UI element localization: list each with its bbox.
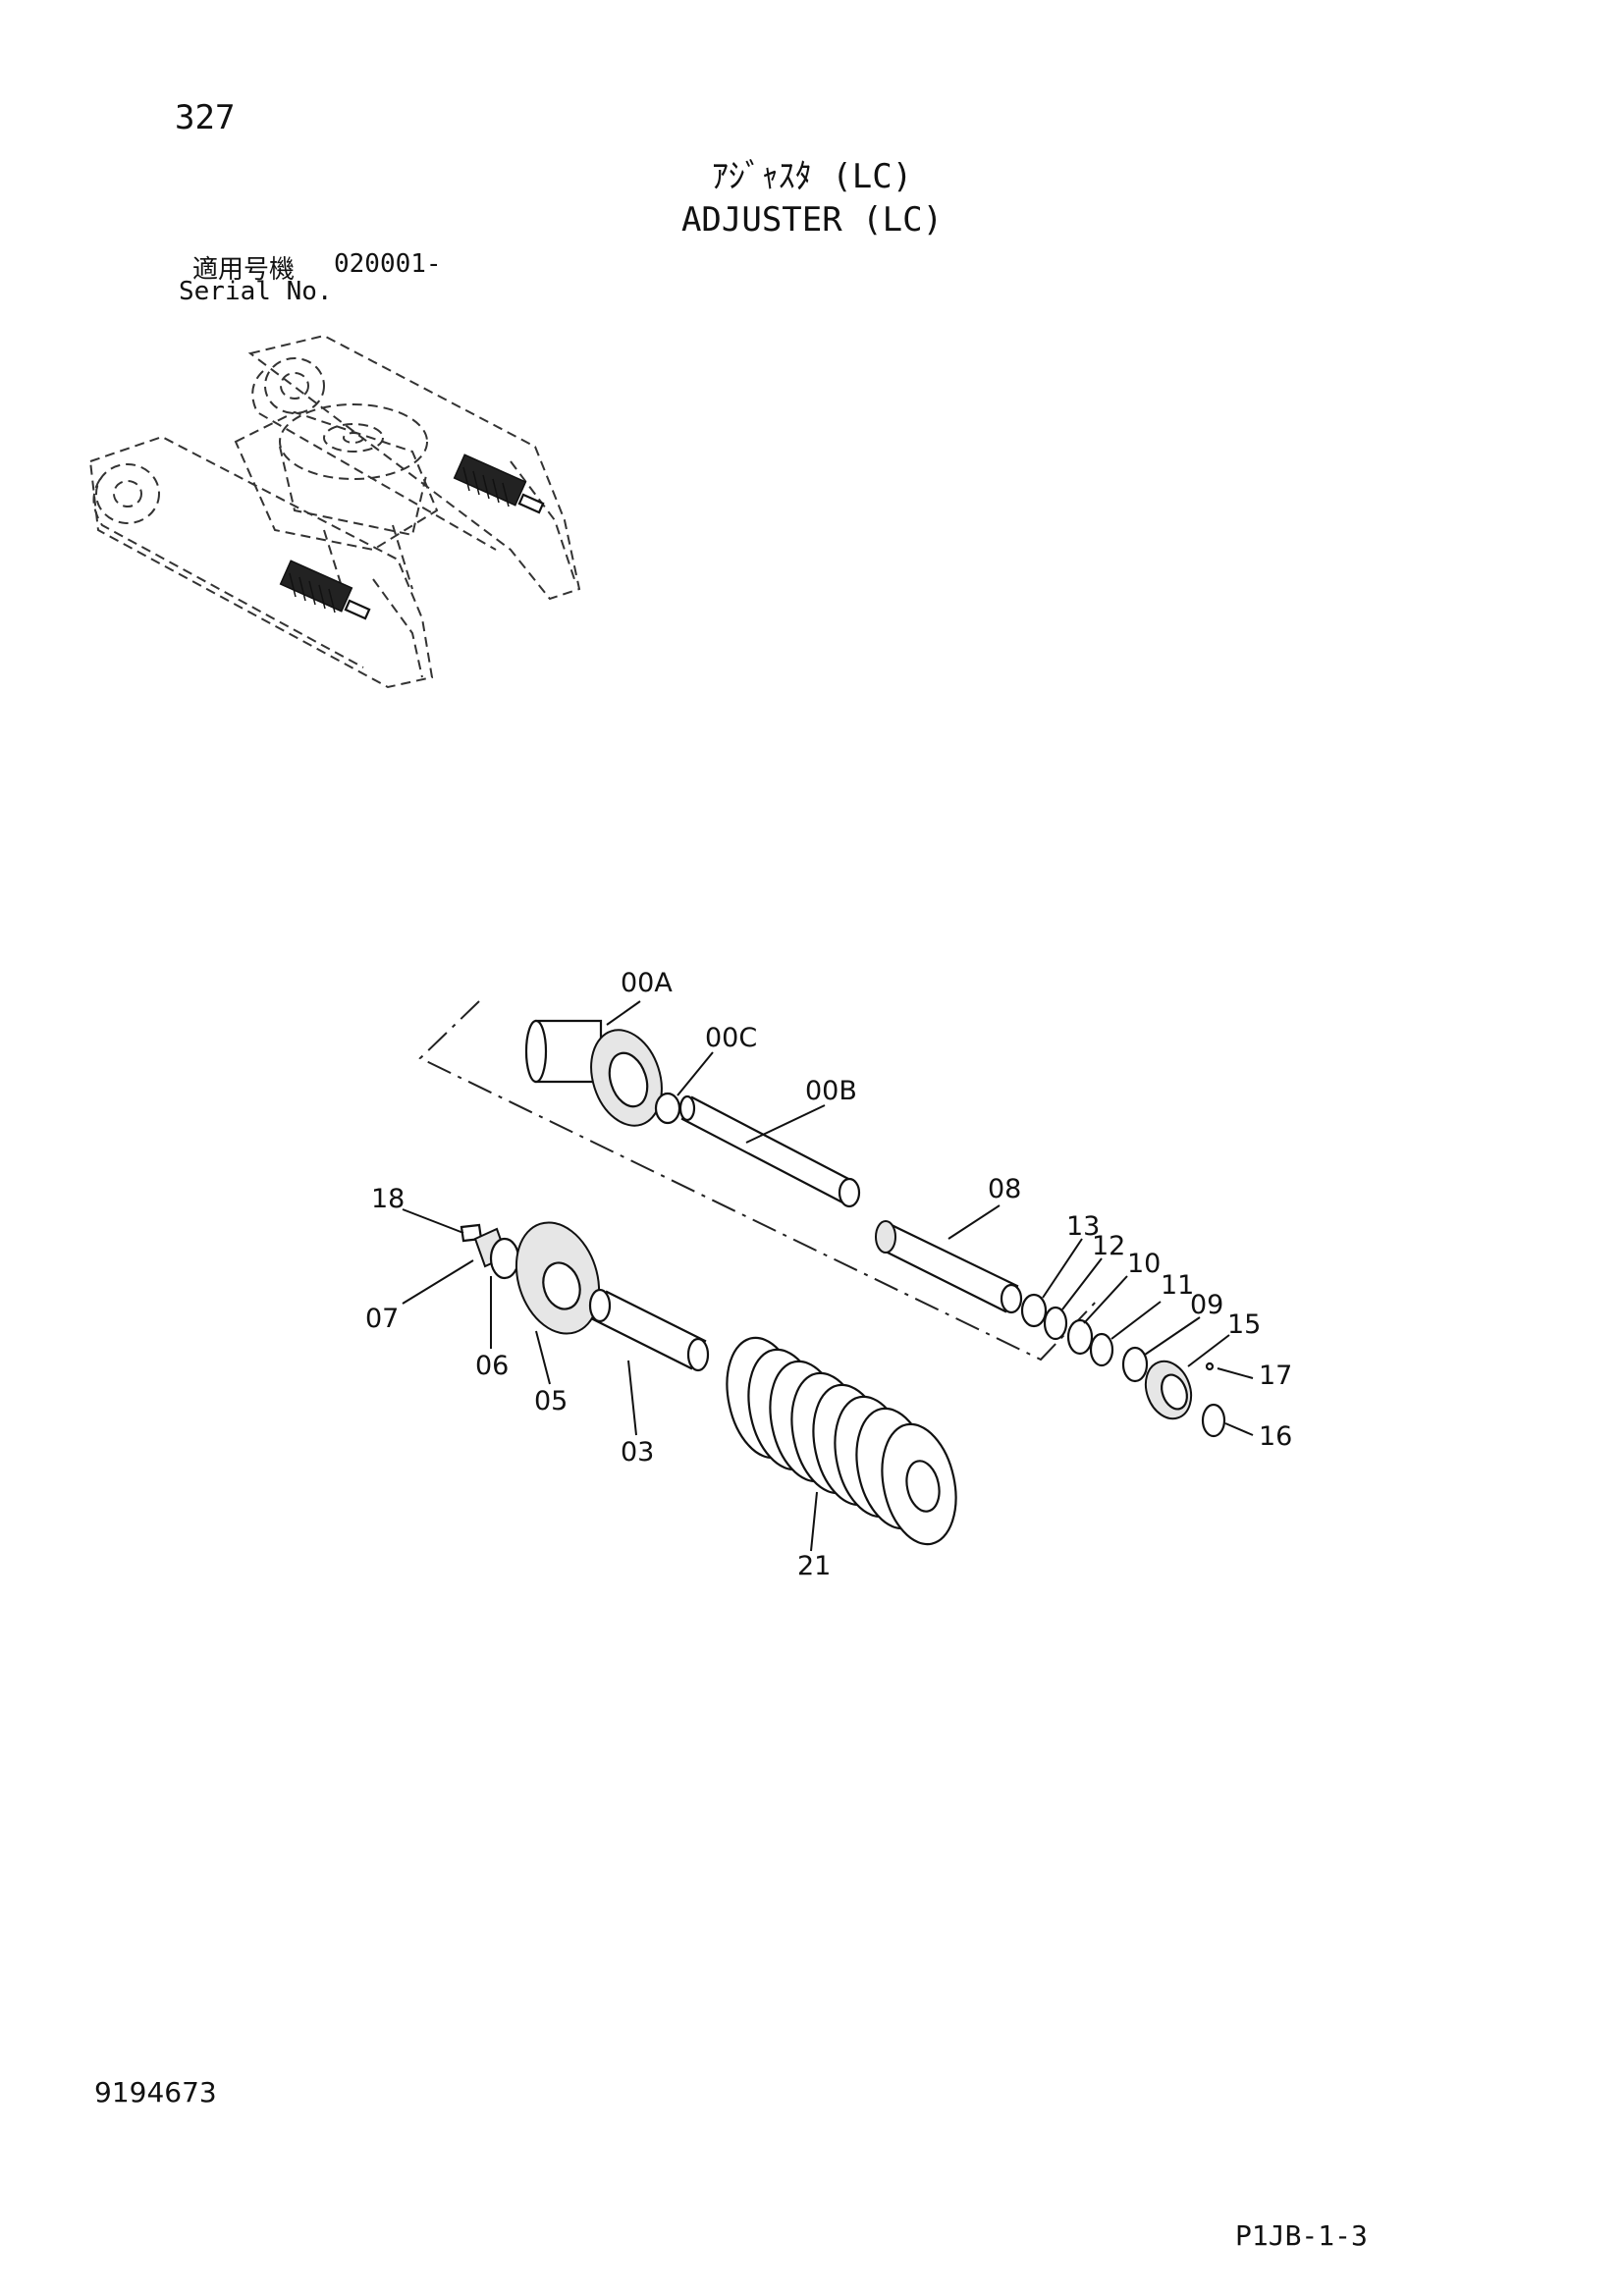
callout-07: 07 xyxy=(365,1304,399,1334)
callout-06: 06 xyxy=(475,1351,509,1381)
callout-16: 16 xyxy=(1259,1421,1292,1452)
callout-00A: 00A xyxy=(621,968,673,998)
page-number: 327 xyxy=(175,98,236,137)
part-11-ring xyxy=(1089,1332,1114,1367)
part-21-spring xyxy=(726,1336,957,1546)
part-08-grease-cylinder xyxy=(875,1220,1023,1314)
part-05-bracket xyxy=(514,1221,601,1335)
title-japanese: ｱｼﾞｬｽﾀ (LC) xyxy=(711,157,913,196)
callout-13: 13 xyxy=(1066,1211,1100,1242)
callout-12: 12 xyxy=(1092,1231,1125,1261)
callout-05: 05 xyxy=(534,1386,568,1416)
callout-00B: 00B xyxy=(805,1076,857,1106)
part-15-nut xyxy=(1144,1360,1193,1420)
part-10-ring xyxy=(1066,1318,1094,1356)
part-00A-cylinder xyxy=(524,1019,663,1127)
page-code: P1JB-1-3 xyxy=(1235,2219,1368,2252)
callout-09: 09 xyxy=(1190,1290,1223,1320)
serial-label-japanese: 適用号機 xyxy=(192,255,296,285)
serial-value: 020001- xyxy=(334,249,442,279)
callout-18: 18 xyxy=(371,1184,405,1214)
part-16-o-ring xyxy=(1201,1403,1226,1438)
part-03-spacer xyxy=(588,1288,710,1372)
part-09-ring xyxy=(1121,1346,1149,1383)
part-17 xyxy=(1205,1362,1215,1371)
part-00B-rod xyxy=(678,1095,861,1208)
part-12-ring xyxy=(1043,1306,1068,1341)
title-english: ADJUSTER (LC) xyxy=(680,200,944,240)
document-number: 9194673 xyxy=(94,2076,217,2109)
undercarriage-overview xyxy=(88,334,581,689)
part-13-ring xyxy=(1020,1293,1048,1328)
callout-00C: 00C xyxy=(705,1023,757,1053)
adjuster-highlight-lower xyxy=(279,560,371,620)
callout-10: 10 xyxy=(1127,1249,1161,1279)
part-00C-o-ring xyxy=(654,1092,681,1125)
callout-17: 17 xyxy=(1259,1361,1292,1391)
leader-lines xyxy=(402,1000,1254,1552)
callout-11: 11 xyxy=(1161,1270,1194,1301)
callout-21: 21 xyxy=(797,1551,831,1581)
callout-15: 15 xyxy=(1227,1309,1261,1340)
serial-label-english: Serial No. xyxy=(179,277,333,306)
callout-08: 08 xyxy=(988,1174,1021,1204)
callout-03: 03 xyxy=(621,1437,654,1468)
adjuster-highlight-upper xyxy=(453,454,545,514)
part-06-collar xyxy=(489,1237,520,1280)
